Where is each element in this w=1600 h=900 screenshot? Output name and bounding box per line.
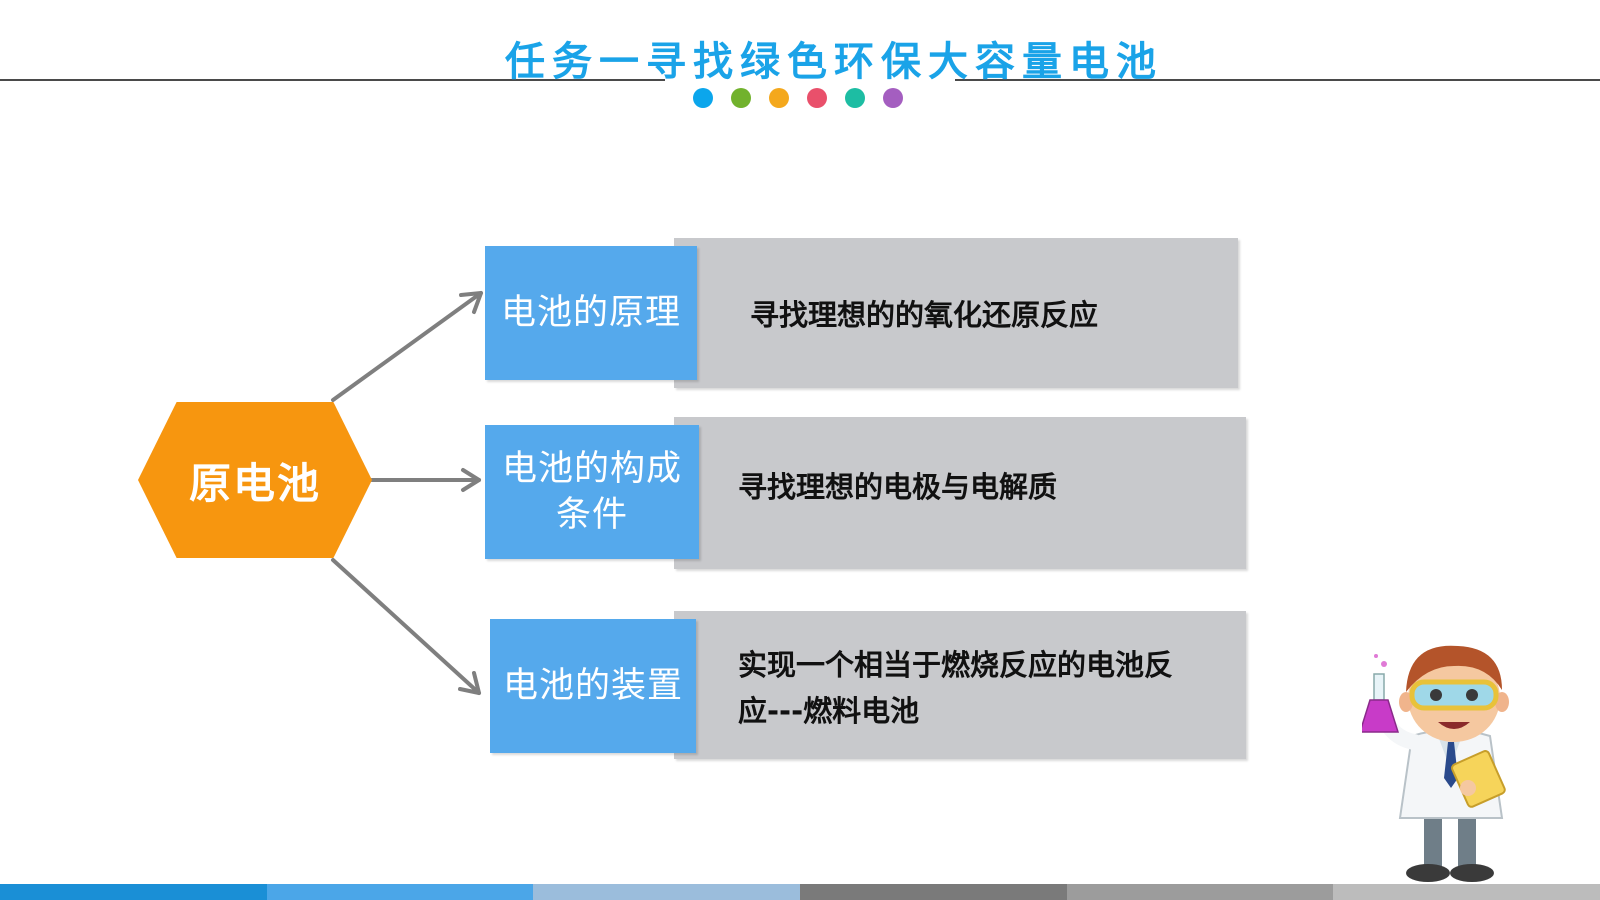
branch-box-3: 电池的装置 (490, 619, 696, 753)
branch-label-2: 电池的构成条件 (501, 449, 682, 535)
center-label: 原电池 (188, 458, 321, 508)
dot-4 (807, 88, 827, 108)
footer-segment-2 (266, 884, 534, 900)
page-title: 任务一寻找绿色环保大容量电池 (505, 39, 1163, 85)
footer-segment-1 (0, 884, 267, 900)
dot-1 (693, 88, 713, 108)
footer-segment-4 (800, 884, 1067, 900)
branch-box-1: 电池的原理 (485, 246, 697, 380)
title-dots (693, 88, 903, 108)
scientist-illustration (1362, 645, 1509, 882)
dot-5 (845, 88, 865, 108)
arrowhead-middle (461, 468, 481, 492)
branch-label-3: 电池的装置 (502, 666, 683, 706)
arrowhead-top (459, 291, 483, 314)
description-panel-3 (674, 611, 1246, 759)
arrow-bottom (331, 558, 481, 695)
arrow-top (331, 291, 483, 402)
branch-description-3: 实现一个相当于燃烧反应的电池反应---燃料电池 (738, 648, 1174, 728)
header-divider-right (955, 79, 1600, 81)
description-panel-1 (674, 238, 1238, 388)
description-panel-2 (674, 417, 1246, 569)
footer-segment-6 (1333, 884, 1600, 900)
dot-3 (769, 88, 789, 108)
dot-2 (731, 88, 751, 108)
branch-box-2: 电池的构成条件 (485, 425, 699, 559)
dot-6 (883, 88, 903, 108)
branch-description-2: 寻找理想的电极与电解质 (738, 470, 1058, 504)
arrowhead-bottom (458, 671, 481, 695)
header-divider-left (0, 79, 665, 81)
center-hexagon: 原电池 (138, 402, 372, 558)
branch-description-1: 寻找理想的的氧化还原反应 (750, 298, 1099, 332)
footer-segment-5 (1066, 884, 1334, 900)
branch-label-1: 电池的原理 (500, 293, 681, 333)
footer-color-bar (0, 884, 1600, 900)
footer-segment-3 (533, 884, 801, 900)
